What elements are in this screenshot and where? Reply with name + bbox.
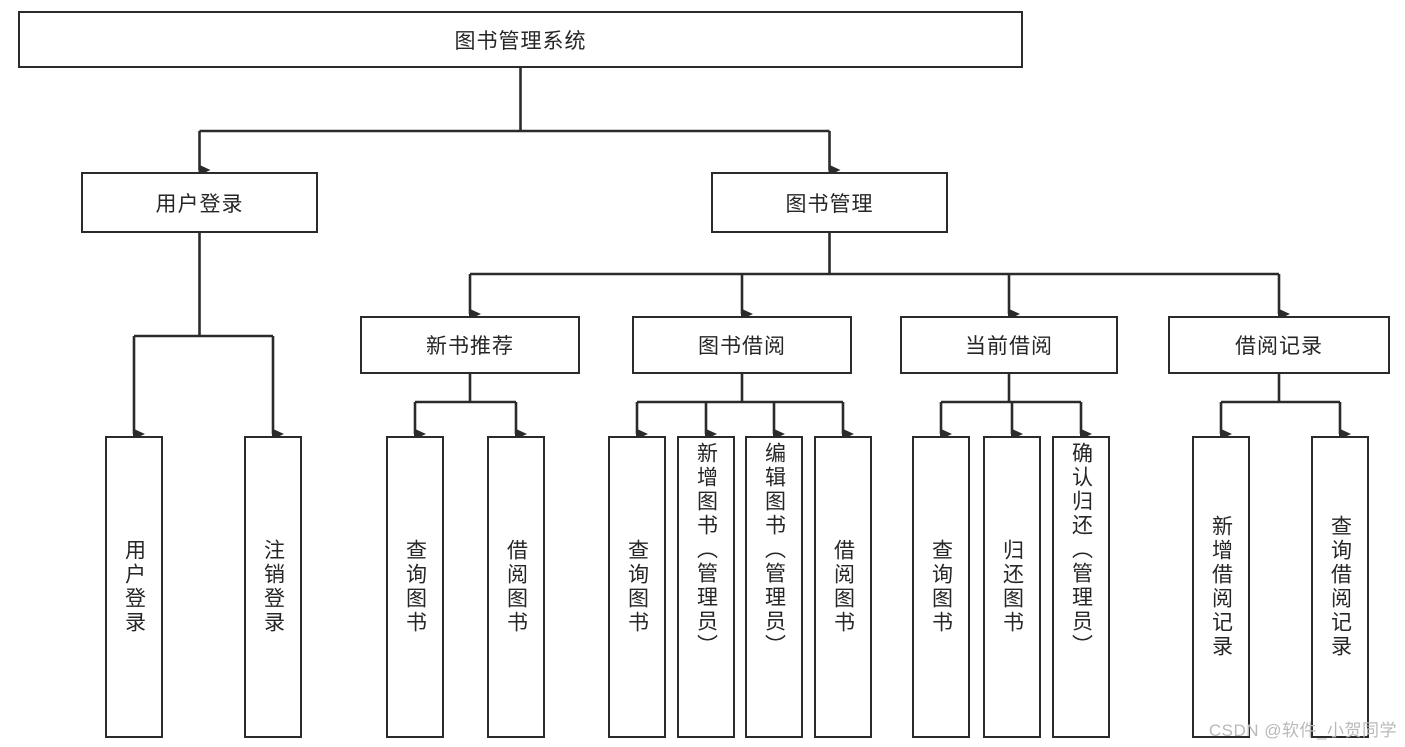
node-new-book-recommend[interactable]: 新书推荐 [360, 316, 580, 374]
node-label: 查询图书 [929, 539, 953, 635]
node-label: 查询借阅记录 [1328, 515, 1352, 659]
node-label: 当前借阅 [965, 335, 1053, 358]
node-leaf-edit-book-admin[interactable]: 编辑图书（管理员） [745, 436, 803, 738]
node-root[interactable]: 图书管理系统 [18, 11, 1023, 68]
node-label: 归还图书 [1000, 539, 1024, 635]
node-label: 注销登录 [261, 539, 285, 635]
node-label: 图书管理 [785, 192, 874, 216]
node-label: 借阅记录 [1235, 335, 1323, 358]
node-book-borrow[interactable]: 图书借阅 [632, 316, 852, 374]
node-leaf-query-book-borrow[interactable]: 查询图书 [608, 436, 666, 738]
node-leaf-logout-login[interactable]: 注销登录 [244, 436, 302, 738]
node-label: 图书管理系统 [454, 29, 587, 53]
node-label: 新增图书（管理员） [694, 442, 718, 658]
watermark-label: CSDN @软件_小贺同学 [1208, 721, 1397, 740]
node-label: 借阅图书 [504, 539, 528, 635]
node-label: 图书借阅 [698, 335, 786, 358]
node-leaf-query-borrow-record[interactable]: 查询借阅记录 [1311, 436, 1369, 738]
node-label: 查询图书 [403, 539, 427, 635]
node-leaf-query-book-current[interactable]: 查询图书 [912, 436, 970, 738]
node-label: 确认归还（管理员） [1069, 442, 1093, 658]
node-leaf-query-book-recommend[interactable]: 查询图书 [386, 436, 444, 738]
node-book-manage[interactable]: 图书管理 [711, 172, 948, 233]
node-leaf-add-borrow-record[interactable]: 新增借阅记录 [1192, 436, 1250, 738]
node-leaf-borrow-book[interactable]: 借阅图书 [814, 436, 872, 738]
node-current-borrow[interactable]: 当前借阅 [900, 316, 1118, 374]
node-label: 查询图书 [625, 539, 649, 635]
node-leaf-borrow-book-recommend[interactable]: 借阅图书 [487, 436, 545, 738]
node-label: 编辑图书（管理员） [762, 442, 786, 658]
node-leaf-return-book[interactable]: 归还图书 [983, 436, 1041, 738]
node-label: 用户登录 [155, 192, 244, 216]
node-leaf-user-login[interactable]: 用户登录 [105, 436, 163, 738]
node-label: 新书推荐 [426, 335, 514, 358]
node-leaf-confirm-return-admin[interactable]: 确认归还（管理员） [1052, 436, 1110, 738]
node-label: 用户登录 [122, 539, 146, 635]
node-leaf-add-book-admin[interactable]: 新增图书（管理员） [677, 436, 735, 738]
node-user-login[interactable]: 用户登录 [81, 172, 318, 233]
node-label: 借阅图书 [831, 539, 855, 635]
node-label: 新增借阅记录 [1209, 515, 1233, 659]
node-borrow-record[interactable]: 借阅记录 [1168, 316, 1390, 374]
